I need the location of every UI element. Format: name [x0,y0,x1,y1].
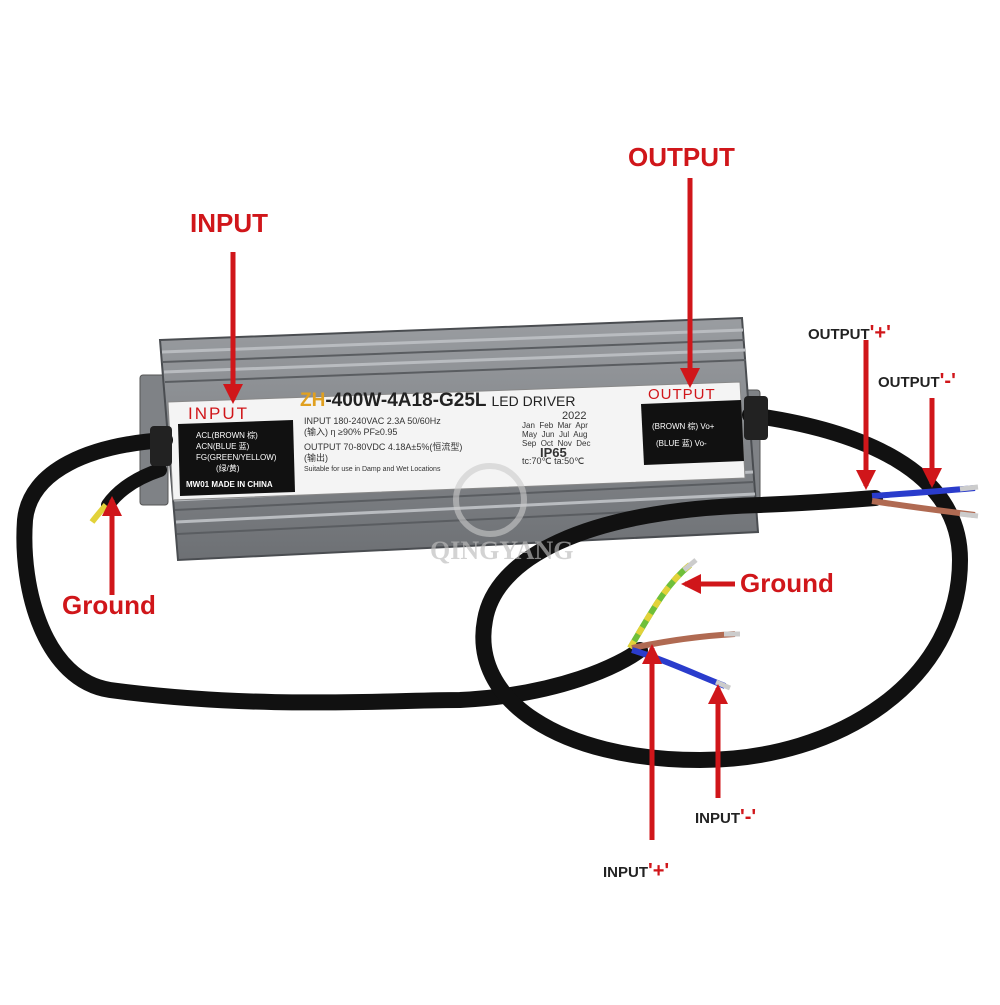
model-name: ZH-400W-4A18-G25L LED DRIVER [300,390,575,412]
made-in: MW01 MADE IN CHINA [186,480,273,489]
output-wire-brown: (BROWN 棕) Vo+ [652,422,715,431]
input-spec-1: INPUT 180-240VAC 2.3A 50/60Hz [304,416,441,426]
output-blue-tip [959,484,979,492]
callout-output-top: OUTPUT [628,142,735,172]
output-spec-2: (输出) [304,453,328,463]
month: Jun [541,430,555,439]
input-blue-tip [715,679,731,691]
input-gland [150,426,172,466]
callout-output-plus: OUTPUT'+' [808,322,891,345]
model-rest: -400W-4A18-G25L [325,390,487,411]
month: Mar [557,421,572,430]
callout-input-minus-sign: '-' [740,806,757,828]
month: Feb [539,421,554,430]
output-wire-list: (BROWN 棕) Vo+ (BLUE 蓝) Vo- [652,418,714,452]
output-brown-tip [959,511,979,519]
input-ground-stripe [627,562,692,650]
watermark-logo [453,463,527,537]
input-blue-wire [631,647,727,689]
watermark-text: QINGYANG [430,536,574,565]
temps: tc:70℃ ta:50℃ [522,456,585,466]
output-spec-1: OUTPUT 70-80VDC 4.18A±5%(恒流型) [304,442,463,452]
label-output-heading: OUTPUT [648,386,716,403]
month: Jan [522,421,535,430]
callout-output-minus-sign: '-' [939,370,956,392]
month: Apr [575,421,588,430]
output-gland [744,396,768,440]
callout-input-plus-sign: '+' [648,860,670,882]
input-brown-wire [631,631,736,651]
input-wire-acn: ACN(BLUE 蓝) [196,442,250,451]
ip-rating: IP65 [540,445,567,460]
output-cable [475,407,969,769]
input-ground-tip [682,558,698,572]
month: Dec [576,439,591,448]
output-label-panel [641,400,744,465]
product-name: LED DRIVER [491,393,576,409]
input-ground-wire [627,562,692,650]
callout-ground-right: Ground [740,568,834,598]
month-row-3: Sep Oct Nov Dec [522,439,591,448]
callout-ground-left: Ground [62,590,156,620]
month: Sep [522,439,537,448]
month: Aug [573,430,588,439]
callout-input-minus: INPUT'-' [695,806,756,829]
callout-output-plus-sign: '+' [869,322,891,344]
callout-output-minus: OUTPUT'-' [878,370,956,393]
spec-block: INPUT 180-240VAC 2.3A 50/60Hz (输入) η ≥90… [304,416,462,475]
month: Nov [557,439,572,448]
input-wire-acl: ACL(BROWN 棕) [196,431,258,440]
callout-input-top: INPUT [190,208,268,238]
output-wire-blue: (BLUE 蓝) Vo- [656,439,707,448]
month: May [522,430,538,439]
input-label-panel [178,420,295,496]
callout-input-plus-text: INPUT [603,864,648,881]
suitable-note: Suitable for use in Damp and Wet Locatio… [304,466,441,473]
input-wire-list: ACL(BROWN 棕) ACN(BLUE 蓝) FG(GREEN/YELLOW… [196,430,276,474]
output-brown-wire [871,498,976,518]
callout-input-minus-text: INPUT [695,810,740,827]
month: Jul [558,430,570,439]
callout-input-plus: INPUT'+' [603,860,669,883]
callout-output-plus-text: OUTPUT [808,326,870,343]
left-ground-wire [89,503,109,524]
date-block: 2022 Jan Feb Mar Apr May Jun Jul Aug Sep… [522,410,591,466]
label-input-heading: INPUT [188,404,249,423]
month-row-1: Jan Feb Mar Apr [522,421,591,430]
input-wire-fg-cn: (绿/黄) [216,464,240,473]
model-prefix: ZH [300,390,326,411]
input-wire-fg: FG(GREEN/YELLOW) [196,453,277,462]
month: Oct [540,439,554,448]
month-row-2: May Jun Jul Aug [522,430,591,439]
callout-output-minus-text: OUTPUT [878,374,940,391]
year: 2022 [562,410,587,422]
input-spec-2: (输入) η ≥90% PF≥0.95 [304,427,398,437]
input-cable [16,432,648,711]
label-plate [167,381,746,501]
annotation-arrows [102,178,942,840]
